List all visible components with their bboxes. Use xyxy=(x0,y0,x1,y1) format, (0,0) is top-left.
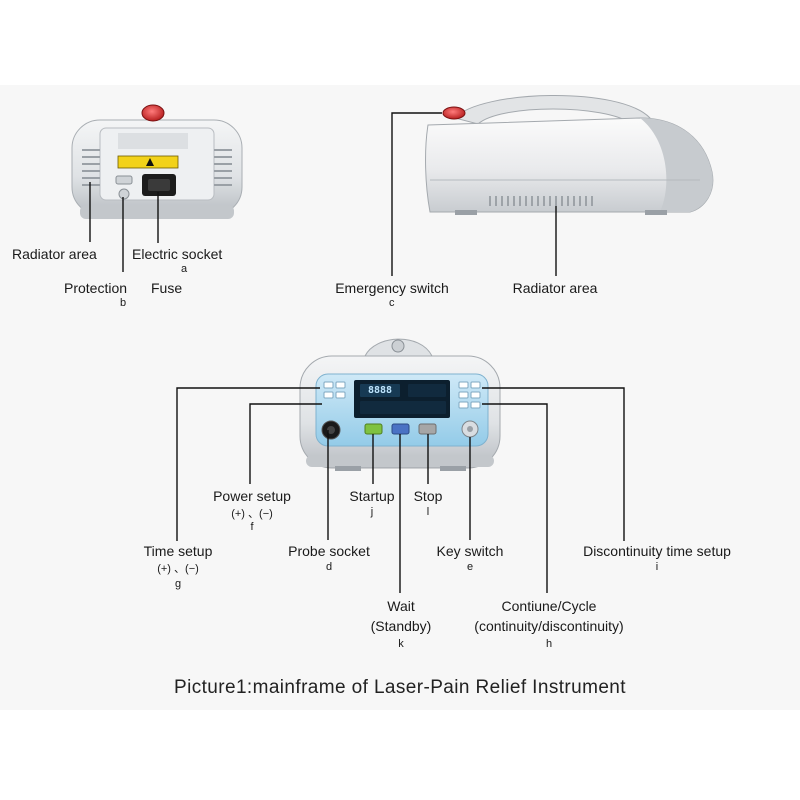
label-wait: Wait xyxy=(387,598,415,614)
letter-c: c xyxy=(389,297,395,309)
label-continue-cycle: Contiune/Cycle xyxy=(501,598,597,614)
letter-b: b xyxy=(120,297,127,309)
figure-caption: Picture1:mainframe of Laser-Pain Relief … xyxy=(174,677,626,698)
letter-k: k xyxy=(398,638,404,650)
label-time-setup: Time setup xyxy=(143,543,213,559)
label-startup: Startup xyxy=(349,488,395,504)
letter-f: f xyxy=(250,521,254,533)
device-back-view xyxy=(71,104,243,219)
label-stop: Stop xyxy=(413,488,443,504)
label-radiator-area-right: Radiator area xyxy=(512,280,598,296)
label-continuity-discontinuity: (continuity/discontinuity) xyxy=(474,618,624,634)
label-probe-socket: Probe socket xyxy=(288,543,370,559)
label-fuse: Fuse xyxy=(151,280,183,296)
device-side-view xyxy=(425,95,714,215)
letter-g: g xyxy=(174,578,182,590)
lcd-digits: 8888 xyxy=(367,385,393,396)
power-setup-keys: (+) 、(−) xyxy=(231,508,273,520)
letter-a: a xyxy=(181,263,188,275)
time-setup-keys: (+) 、(−) xyxy=(157,563,199,575)
label-key-switch: Key switch xyxy=(436,543,504,559)
label-standby: (Standby) xyxy=(370,618,432,634)
leader-lines xyxy=(89,112,625,593)
label-discontinuity-time-setup: Discontinuity time setup xyxy=(583,543,731,559)
letter-e: e xyxy=(466,561,474,573)
label-emergency-switch: Emergency switch xyxy=(335,280,449,296)
letter-j: j xyxy=(370,506,374,518)
letter-h: h xyxy=(545,638,553,650)
label-radiator-area-left: Radiator area xyxy=(12,246,97,262)
letter-l: l xyxy=(426,506,430,518)
device-front-view xyxy=(299,338,501,471)
letter-i: i xyxy=(655,561,659,573)
label-electric-socket: Electric socket xyxy=(132,246,223,262)
label-protection: Protection xyxy=(64,280,128,296)
letter-d: d xyxy=(325,561,333,573)
label-power-setup: Power setup xyxy=(213,488,291,504)
